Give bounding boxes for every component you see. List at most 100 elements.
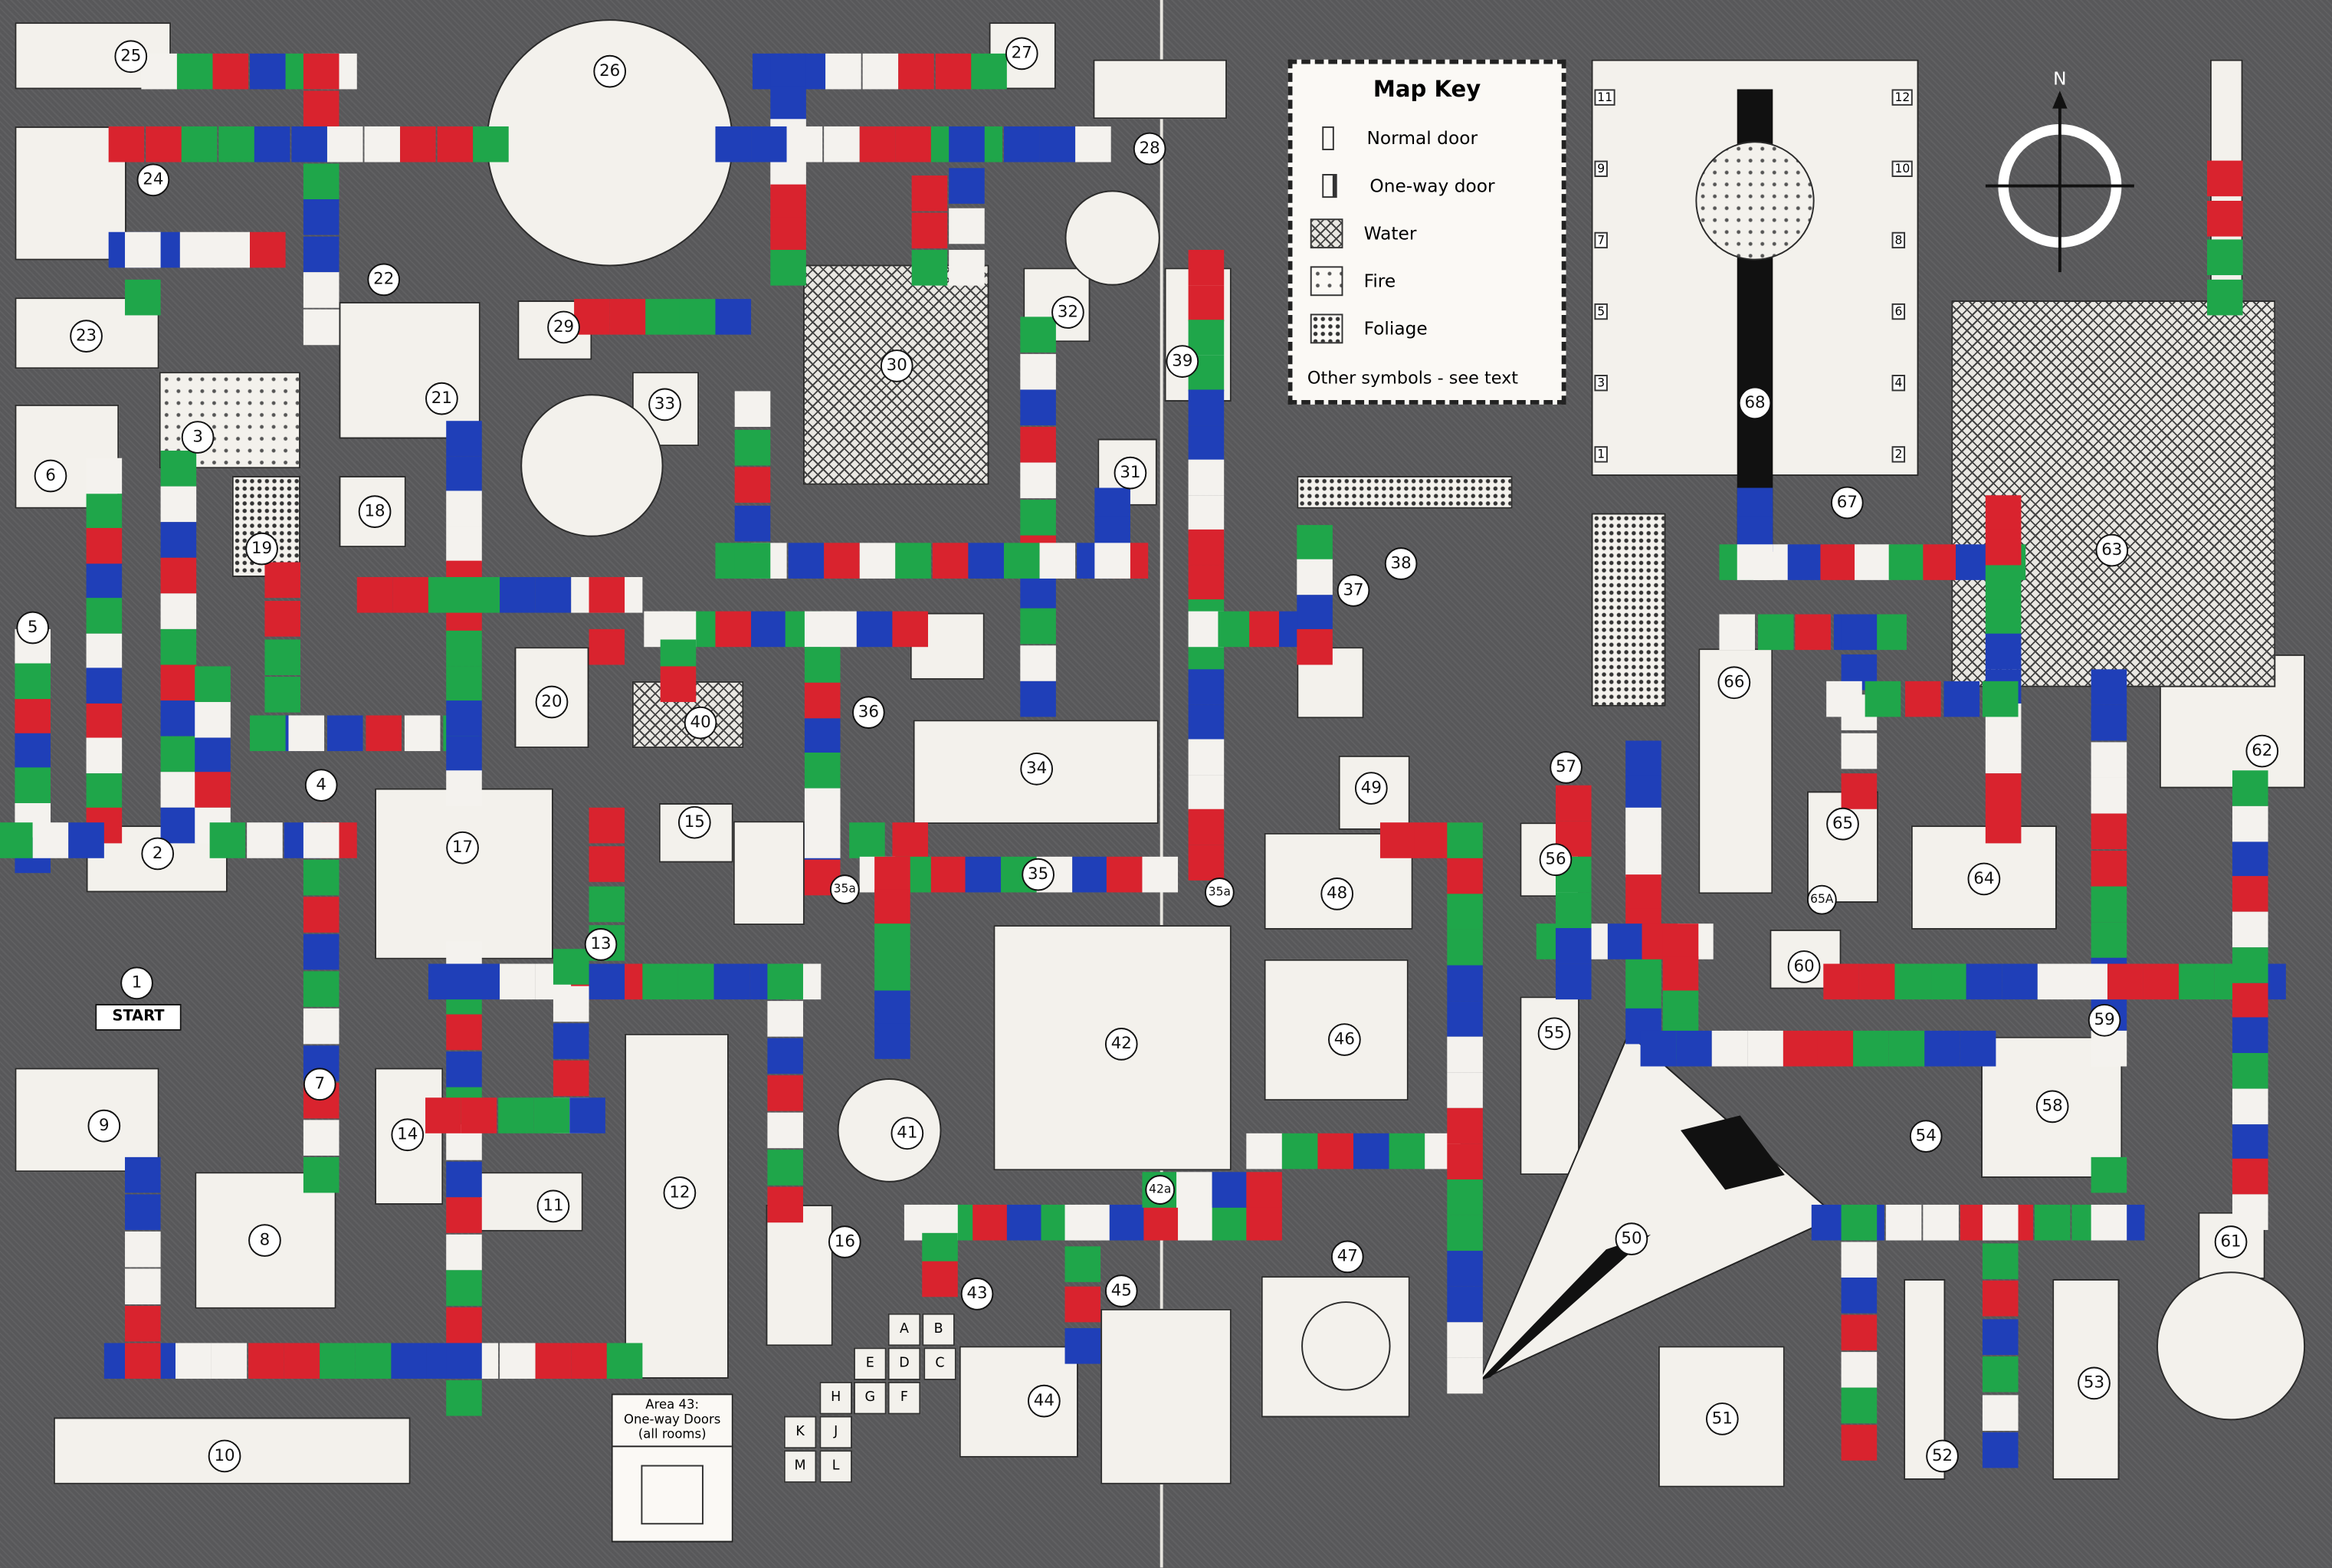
path-square[interactable]	[303, 309, 339, 346]
path-square[interactable]	[500, 963, 536, 1000]
path-square[interactable]	[1188, 845, 1225, 881]
path-square[interactable]	[1960, 1030, 1996, 1067]
path-square[interactable]	[446, 630, 482, 667]
path-square[interactable]	[1985, 599, 2022, 635]
path-square[interactable]	[1841, 1241, 1878, 1278]
path-square[interactable]	[2232, 1053, 2268, 1089]
path-square[interactable]	[1786, 544, 1823, 580]
path-square[interactable]	[86, 493, 123, 529]
path-square[interactable]	[1555, 892, 1592, 928]
path-square[interactable]	[0, 822, 33, 858]
path-square[interactable]	[499, 1343, 535, 1379]
path-square[interactable]	[934, 53, 971, 90]
path-square[interactable]	[1922, 544, 1958, 580]
path-square[interactable]	[303, 933, 339, 970]
path-square[interactable]	[734, 504, 771, 541]
path-square[interactable]	[2232, 946, 2268, 983]
path-square[interactable]	[1020, 389, 1056, 426]
path-square[interactable]	[589, 807, 625, 844]
path-square[interactable]	[2001, 963, 2037, 1000]
path-square[interactable]	[250, 231, 286, 268]
path-square[interactable]	[1218, 611, 1255, 648]
path-square[interactable]	[589, 576, 625, 613]
path-square[interactable]	[1188, 460, 1225, 496]
path-square[interactable]	[1985, 495, 2022, 531]
path-square[interactable]	[290, 126, 326, 162]
path-square[interactable]	[2232, 911, 2268, 948]
path-square[interactable]	[446, 1014, 482, 1051]
path-square[interactable]	[734, 428, 771, 465]
path-square[interactable]	[264, 562, 301, 599]
path-square[interactable]	[1606, 923, 1643, 959]
path-square[interactable]	[823, 126, 859, 162]
path-square[interactable]	[569, 1097, 605, 1133]
path-square[interactable]	[1982, 1280, 2019, 1317]
path-square[interactable]	[1662, 989, 1699, 1026]
path-square[interactable]	[949, 250, 985, 286]
path-square[interactable]	[1447, 1251, 1483, 1287]
path-square[interactable]	[446, 1197, 482, 1233]
path-square[interactable]	[1188, 494, 1225, 531]
path-square[interactable]	[1188, 669, 1225, 706]
path-square[interactable]	[2232, 1017, 2268, 1054]
path-square[interactable]	[804, 822, 841, 858]
path-square[interactable]	[2206, 240, 2243, 276]
path-square[interactable]	[446, 455, 482, 492]
path-square[interactable]	[1020, 681, 1056, 717]
path-square[interactable]	[823, 543, 860, 579]
path-square[interactable]	[1413, 822, 1450, 858]
path-square[interactable]	[15, 733, 51, 769]
path-square[interactable]	[734, 467, 771, 503]
path-square[interactable]	[804, 682, 841, 718]
path-square[interactable]	[1855, 544, 1891, 580]
path-square[interactable]	[1447, 1036, 1483, 1073]
path-square[interactable]	[1188, 611, 1225, 648]
path-square[interactable]	[1006, 1204, 1043, 1241]
path-square[interactable]	[1756, 614, 1793, 651]
path-square[interactable]	[160, 557, 197, 594]
path-square[interactable]	[1885, 1204, 1922, 1241]
path-square[interactable]	[446, 700, 482, 736]
path-square[interactable]	[303, 859, 339, 896]
path-square[interactable]	[1858, 963, 1895, 1000]
path-square[interactable]	[2107, 963, 2144, 1000]
path-square[interactable]	[1188, 704, 1225, 741]
path-square[interactable]	[861, 53, 898, 90]
path-square[interactable]	[2091, 922, 2127, 958]
path-square[interactable]	[68, 822, 104, 858]
path-square[interactable]	[1064, 1204, 1101, 1241]
path-square[interactable]	[2091, 1204, 2127, 1241]
path-square[interactable]	[949, 208, 985, 244]
path-square[interactable]	[428, 576, 464, 613]
path-square[interactable]	[160, 486, 197, 523]
path-square[interactable]	[1923, 1204, 1959, 1241]
path-square[interactable]	[497, 1097, 533, 1133]
path-square[interactable]	[1888, 544, 1924, 580]
path-square[interactable]	[553, 949, 589, 985]
path-square[interactable]	[125, 1343, 161, 1379]
path-square[interactable]	[303, 162, 339, 199]
path-square[interactable]	[804, 789, 841, 825]
path-square[interactable]	[15, 768, 51, 804]
path-square[interactable]	[1625, 774, 1661, 810]
path-square[interactable]	[145, 126, 181, 162]
path-square[interactable]	[2179, 963, 2216, 1000]
path-square[interactable]	[1820, 544, 1857, 580]
path-square[interactable]	[1841, 1351, 1878, 1388]
path-square[interactable]	[874, 989, 910, 1026]
path-square[interactable]	[1188, 250, 1225, 286]
path-square[interactable]	[175, 1343, 212, 1379]
path-square[interactable]	[160, 628, 197, 665]
path-square[interactable]	[500, 576, 536, 613]
path-square[interactable]	[284, 1343, 320, 1379]
path-square[interactable]	[1982, 1394, 2019, 1430]
path-square[interactable]	[1447, 1107, 1483, 1144]
path-square[interactable]	[1447, 858, 1483, 894]
path-square[interactable]	[446, 526, 482, 562]
path-square[interactable]	[804, 646, 841, 683]
path-square[interactable]	[535, 576, 572, 613]
path-square[interactable]	[715, 299, 752, 335]
path-square[interactable]	[2206, 200, 2243, 236]
path-square[interactable]	[1379, 822, 1416, 858]
path-square[interactable]	[2091, 705, 2127, 742]
